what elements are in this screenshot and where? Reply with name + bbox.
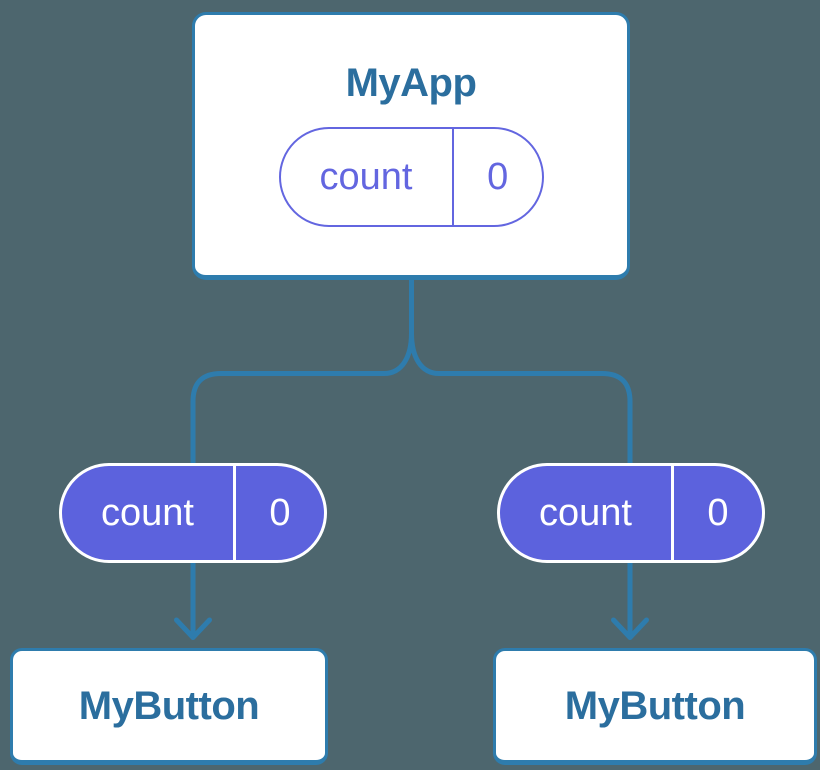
prop-value: 0 — [707, 492, 729, 534]
child-component-title: MyButton — [78, 683, 260, 728]
arrow-down-icon-left — [174, 617, 212, 640]
root-component-title: MyApp — [345, 61, 477, 105]
component-box-child-left: MyButton — [10, 648, 328, 765]
arrow-down-icon-right — [611, 617, 649, 640]
state-name-label: count — [319, 156, 413, 198]
child-component-title: MyButton — [564, 683, 746, 728]
prop-pill-left: count 0 — [59, 463, 327, 563]
component-box-child-right: MyButton — [493, 648, 817, 765]
prop-name-label: count — [539, 492, 632, 534]
state-pill-root: count 0 — [278, 127, 544, 227]
pill-divider — [451, 129, 454, 225]
component-box-root: MyApp count 0 — [192, 12, 630, 280]
pill-divider — [233, 466, 236, 560]
state-value: 0 — [487, 156, 509, 198]
prop-pill-right: count 0 — [497, 463, 765, 563]
prop-name-label: count — [101, 492, 194, 534]
prop-value: 0 — [269, 492, 291, 534]
connector-right-branch — [409, 332, 633, 635]
connector-left-branch — [190, 332, 414, 635]
pill-divider — [671, 466, 674, 560]
